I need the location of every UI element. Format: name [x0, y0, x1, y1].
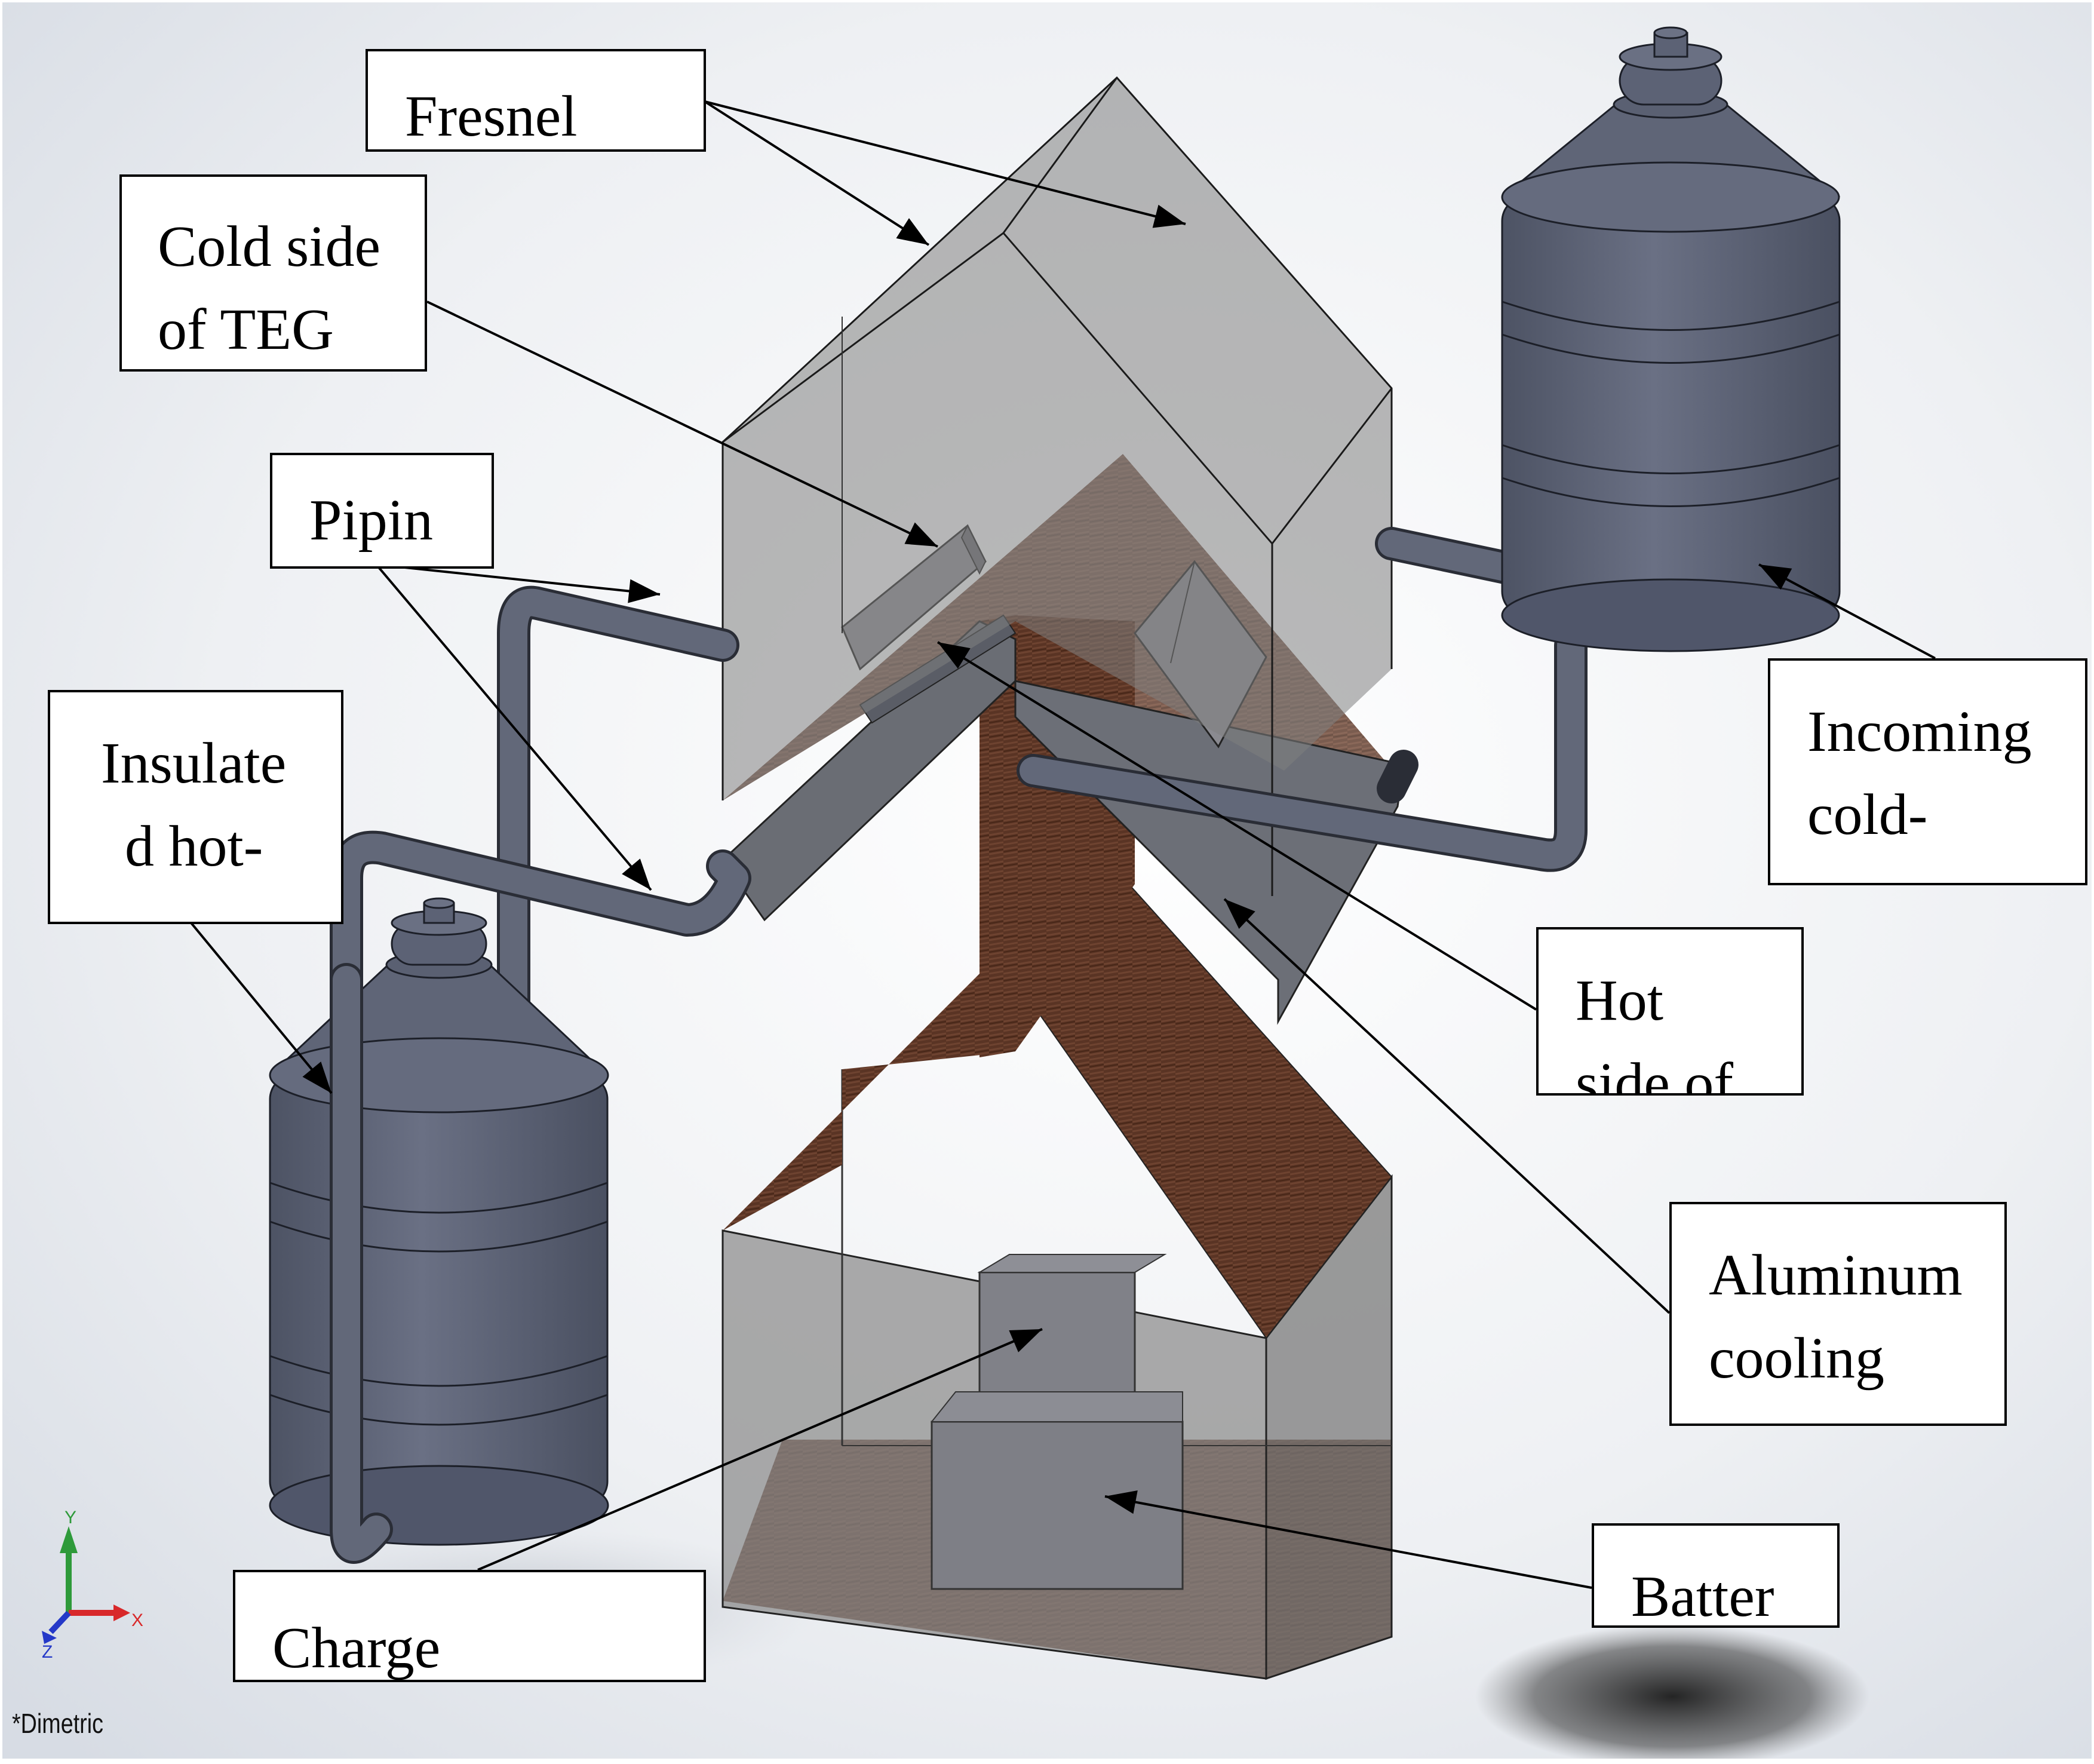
callout-hot-side: Hot side of: [1536, 927, 1804, 1096]
callout-charge: Charge: [233, 1570, 706, 1682]
view-orientation-label: *Dimetric: [12, 1708, 103, 1739]
callout-cold-side-line-2: of TEG: [158, 297, 334, 363]
callout-insulated-line-2: d hot-: [125, 814, 263, 879]
leader-line-incoming: [1758, 563, 1936, 659]
callout-insulated: Insulate d hot-: [48, 690, 343, 924]
arrowhead-hot-side: [938, 642, 971, 669]
callout-cold-side-line-1: Cold side: [158, 214, 380, 279]
fresnel-housing: [721, 76, 1393, 896]
leader-line-cold-side: [426, 300, 938, 548]
leader-line-fresnel: [704, 100, 930, 246]
callout-fresnel: Fresnel: [366, 49, 706, 152]
center-wall: [980, 615, 1015, 1057]
arrowhead-charge: [1009, 1329, 1042, 1352]
leader-line-fresnel: [704, 100, 1186, 225]
callout-incoming: Incoming cold-: [1768, 658, 2087, 885]
callout-aluminum: Aluminum cooling: [1669, 1202, 2007, 1426]
callout-piping-line-1: Pipin: [309, 488, 433, 553]
callout-aluminum-line-1: Aluminum: [1709, 1243, 1963, 1308]
leader-line-battery: [1104, 1495, 1592, 1589]
arrowhead-insulated: [302, 1062, 331, 1093]
callout-piping: Pipin: [270, 453, 494, 569]
axis-label-x: X: [131, 1610, 143, 1630]
arrowhead-piping: [622, 858, 651, 890]
leader-line-charge: [477, 1328, 1043, 1571]
arrowhead-piping: [628, 579, 660, 603]
callout-charge-line-1: Charge: [272, 1616, 441, 1680]
arrowhead-aluminum: [1224, 899, 1255, 929]
callout-hot-side-line-2: side of: [1576, 1051, 1733, 1096]
axis-label-z: Z: [42, 1642, 53, 1662]
callout-battery-line-1: Batter: [1631, 1564, 1774, 1628]
callout-fresnel-line-1: Fresnel: [405, 84, 578, 149]
arrowhead-battery: [1105, 1490, 1138, 1514]
arrowhead-fresnel: [896, 218, 929, 245]
leader-line-insulated: [190, 922, 333, 1094]
leader-line-piping: [375, 563, 652, 891]
leader-line-piping: [376, 563, 661, 596]
battery: [930, 1391, 1184, 1590]
callout-hot-side-line-1: Hot: [1576, 968, 1663, 1033]
arrowhead-incoming: [1759, 565, 1792, 590]
callout-insulated-line-1: Insulate: [101, 731, 287, 796]
axis-label-y: Y: [65, 1508, 76, 1527]
arrowhead-fresnel: [1152, 204, 1186, 228]
callout-battery: Batter: [1592, 1523, 1840, 1628]
callout-incoming-line-1: Incoming: [1807, 700, 2032, 764]
callout-aluminum-line-2: cooling: [1709, 1326, 1884, 1391]
axis-triad: Y X Z: [42, 1508, 143, 1662]
arrowhead-cold-side: [904, 522, 938, 547]
leader-line-hot-side: [937, 641, 1537, 1011]
leader-lines: [190, 100, 1936, 1589]
house-shadow: [1475, 1625, 1869, 1764]
leader-line-aluminum: [1223, 898, 1671, 1314]
callout-cold-side: Cold side of TEG: [119, 174, 427, 372]
cold-water-tank: [1501, 26, 1841, 652]
callout-incoming-line-2: cold-: [1807, 783, 1928, 848]
